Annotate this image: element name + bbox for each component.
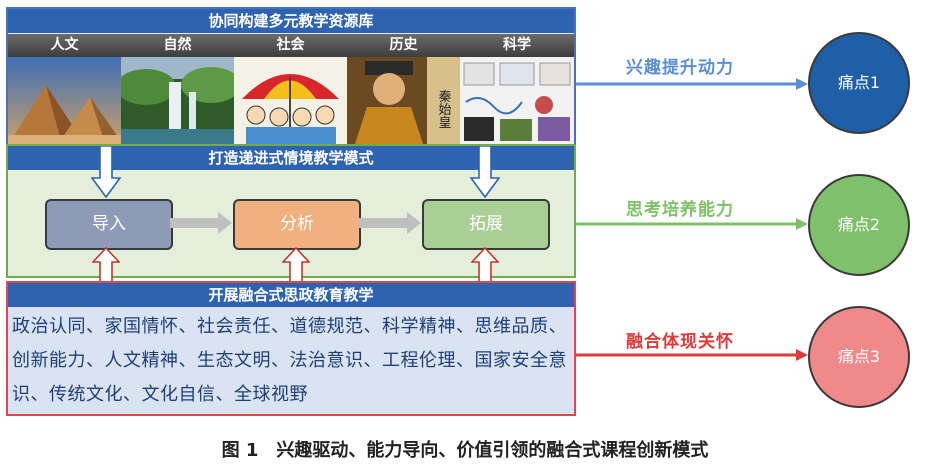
category-history: 历史 [389, 37, 418, 53]
ideology-elements-text: 政治认同、家国情怀、社会责任、道德规范、科学精神、思维品质、创新能力、人文精神、… [12, 316, 567, 405]
ideology-title: 开展融合式思政教育教学 [208, 286, 374, 304]
emperor-calligraphy: 秦始皇 [436, 90, 452, 129]
umbrella-cartoon-image [234, 57, 347, 144]
pain-point-2: 痛点2 [808, 174, 910, 276]
arrow-label-integration: 融合体现关怀 [626, 332, 734, 352]
down-arrow-right [470, 146, 500, 198]
down-arrow-left [91, 146, 121, 198]
pyramids-image [8, 57, 121, 144]
gray-arrow-1 [170, 212, 232, 234]
resource-title-bar: 协同构建多元教学资源库 [8, 9, 574, 33]
step-analysis: 分析 [233, 199, 361, 250]
arrow-interest [576, 78, 808, 90]
emperor-image: 秦始皇 [347, 57, 460, 144]
teaching-mode-title: 打造递进式情境教学模式 [208, 149, 374, 167]
figure-caption: 图 1 兴趣驱动、能力导向、价值引领的融合式课程创新模式 [221, 440, 709, 461]
arrow-label-interest: 兴趣提升动力 [626, 58, 734, 78]
category-science: 科学 [503, 37, 531, 53]
arrow-integration [576, 349, 808, 361]
ideology-title-bar: 开展融合式思政教育教学 [8, 283, 574, 307]
waterfall-image [121, 57, 234, 144]
arrow-thinking [576, 218, 808, 230]
pain-point-3: 痛点3 [808, 306, 910, 408]
science-image [460, 57, 574, 144]
category-humanities: 人文 [50, 37, 79, 53]
category-strip [8, 34, 574, 57]
gray-arrow-2 [359, 212, 421, 234]
step-intro: 导入 [45, 199, 173, 250]
up-arrow-left [92, 247, 120, 283]
step-extension: 拓展 [422, 199, 550, 250]
category-society: 社会 [276, 37, 305, 53]
resource-title: 协同构建多元教学资源库 [208, 12, 374, 30]
up-arrow-right [471, 247, 499, 283]
arrow-label-thinking: 思考培养能力 [626, 200, 734, 220]
pain-point-1: 痛点1 [808, 32, 910, 134]
up-arrow-middle [282, 247, 310, 283]
category-nature: 自然 [163, 37, 192, 53]
